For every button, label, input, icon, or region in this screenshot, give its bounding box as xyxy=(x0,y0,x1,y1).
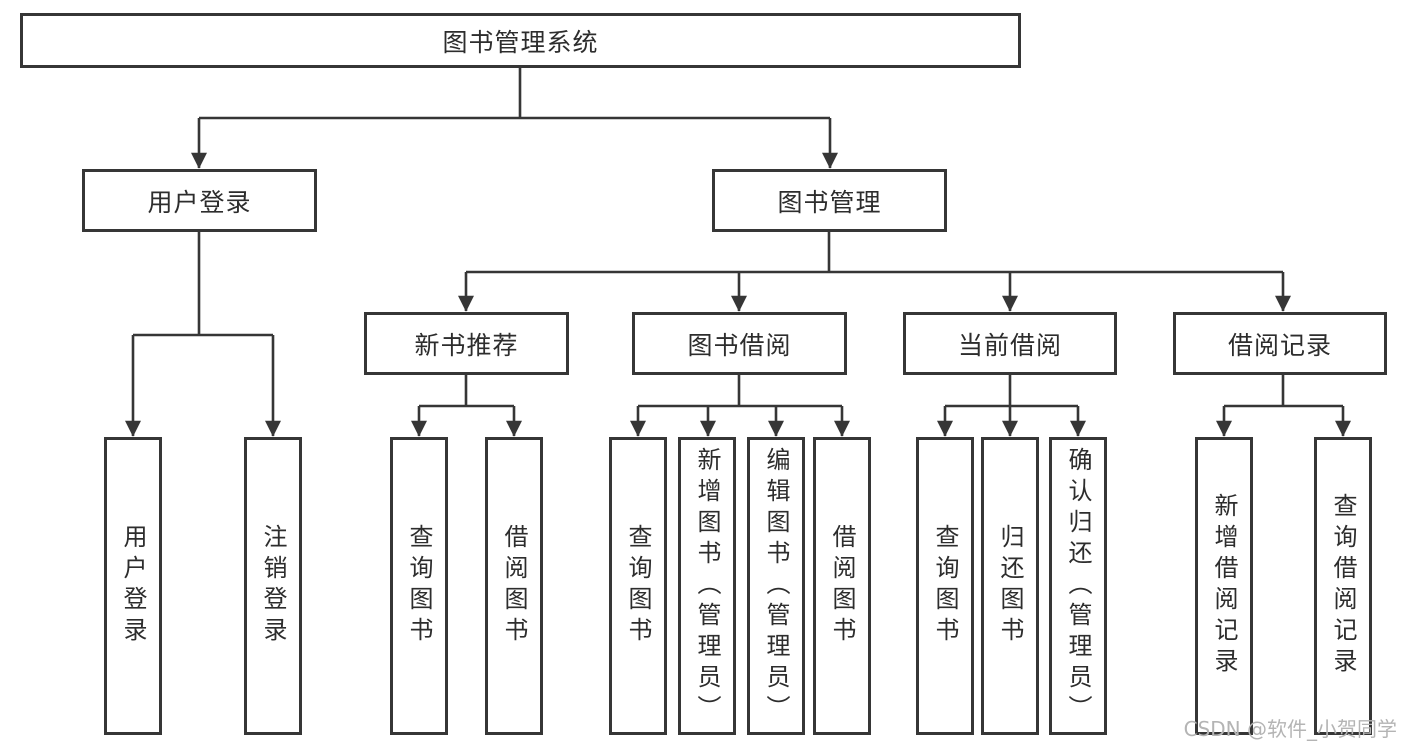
node-label: 确认归还（管理员） xyxy=(1064,446,1092,726)
node-book-management: 图书管理 xyxy=(712,169,947,232)
node-label: 注销登录 xyxy=(259,524,287,648)
leaf-borrow-books-borrowing: 借阅图书 xyxy=(813,437,871,735)
node-user-login: 用户登录 xyxy=(82,169,317,232)
node-borrowing-records: 借阅记录 xyxy=(1173,312,1387,375)
node-label: 用户登录 xyxy=(119,524,147,648)
node-label: 查询图书 xyxy=(931,524,959,648)
watermark: CSDN @软件_小贺同学 xyxy=(1183,717,1397,741)
node-label: 图书管理 xyxy=(777,187,882,217)
leaf-confirm-return-admin: 确认归还（管理员） xyxy=(1049,437,1107,735)
node-label: 用户登录 xyxy=(147,187,252,217)
node-book-borrowing: 图书借阅 xyxy=(632,312,847,375)
node-current-borrowing: 当前借阅 xyxy=(903,312,1117,375)
node-label: 借阅图书 xyxy=(828,524,856,648)
node-label: 借阅图书 xyxy=(500,524,528,648)
leaf-return-books: 归还图书 xyxy=(981,437,1039,735)
node-label: 图书借阅 xyxy=(687,330,792,360)
node-label: 查询借阅记录 xyxy=(1329,493,1357,679)
leaf-query-books-current: 查询图书 xyxy=(916,437,974,735)
node-label: 编辑图书（管理员） xyxy=(762,446,790,726)
leaf-borrow-books-recommend: 借阅图书 xyxy=(485,437,543,735)
node-label: 查询图书 xyxy=(405,524,433,648)
node-label: 查询图书 xyxy=(624,524,652,648)
node-library-management-system: 图书管理系统 xyxy=(20,13,1021,68)
node-label: 归还图书 xyxy=(996,524,1024,648)
leaf-query-books-borrowing: 查询图书 xyxy=(609,437,667,735)
leaf-edit-books-admin: 编辑图书（管理员） xyxy=(747,437,805,735)
leaf-query-borrow-record: 查询借阅记录 xyxy=(1314,437,1372,735)
leaf-logout: 注销登录 xyxy=(244,437,302,735)
node-label: 图书管理系统 xyxy=(442,27,599,57)
node-label: 新增图书（管理员） xyxy=(693,446,721,726)
leaf-query-books-recommend: 查询图书 xyxy=(390,437,448,735)
node-new-book-recommendation: 新书推荐 xyxy=(364,312,569,375)
node-label: 借阅记录 xyxy=(1227,330,1332,360)
node-label: 当前借阅 xyxy=(957,330,1062,360)
node-label: 新增借阅记录 xyxy=(1210,493,1238,679)
leaf-user-login: 用户登录 xyxy=(104,437,162,735)
leaf-add-borrow-record: 新增借阅记录 xyxy=(1195,437,1253,735)
node-label: 新书推荐 xyxy=(414,330,519,360)
leaf-add-books-admin: 新增图书（管理员） xyxy=(678,437,736,735)
